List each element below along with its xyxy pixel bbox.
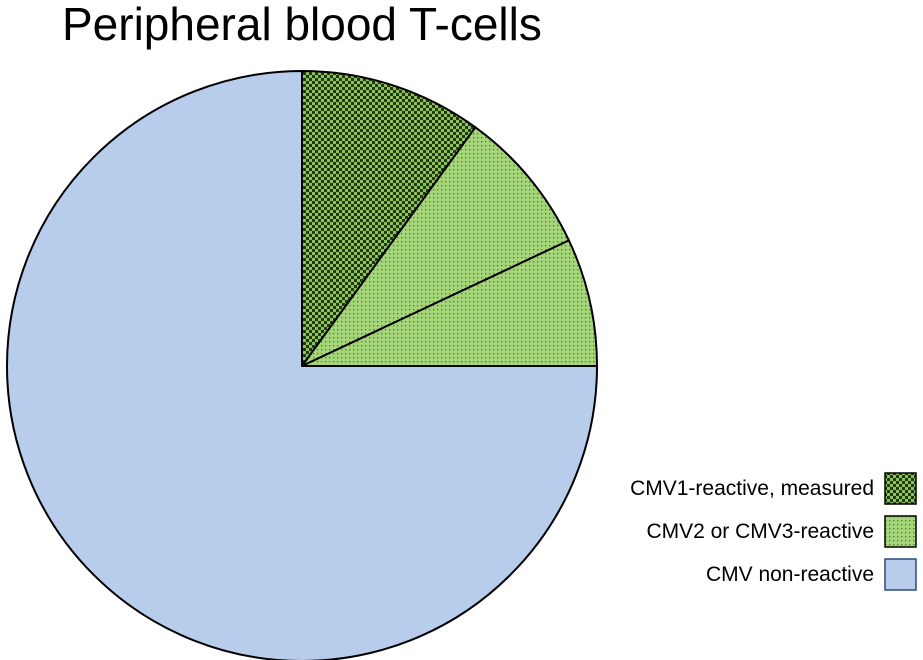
pie-slices xyxy=(6,70,598,660)
legend-label: CMV2 or CMV3-reactive xyxy=(646,519,874,543)
chart-title: Peripheral blood T-cells xyxy=(62,0,542,50)
pie-slice-0 xyxy=(301,70,477,367)
pie-slice-3 xyxy=(6,70,598,660)
legend-swatch-solid xyxy=(884,558,917,591)
legend-label: CMV non-reactive xyxy=(705,562,874,586)
legend-swatch-dots xyxy=(884,515,917,548)
legend-label: CMV1-reactive, measured xyxy=(630,476,874,500)
legend-swatch-checker xyxy=(884,472,917,505)
legend-item-cmv1: CMV1-reactive, measured xyxy=(630,472,917,505)
pie-slice-2 xyxy=(301,239,598,367)
legend: CMV1-reactive, measured CMV2 or CMV3-rea… xyxy=(630,472,917,601)
pie-slice-1 xyxy=(301,126,570,367)
legend-item-cmv2-cmv3: CMV2 or CMV3-reactive xyxy=(646,515,917,548)
legend-item-cmv-non-reactive: CMV non-reactive xyxy=(706,558,917,591)
